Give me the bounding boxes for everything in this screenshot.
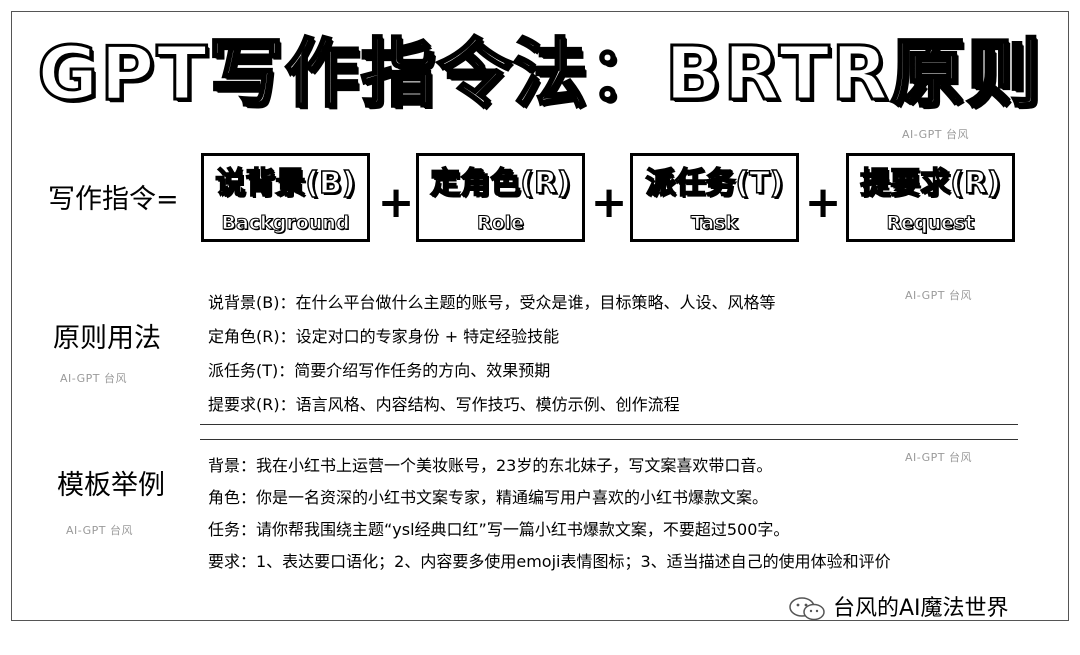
plus-sign: + [804, 177, 842, 228]
box-request: 提要求(R) Request [846, 153, 1015, 242]
watermark: AI-GPT 台风 [60, 372, 128, 385]
box-task-cn: 派任务(T) [645, 165, 784, 202]
plus-sign: + [590, 177, 628, 228]
principle-line-task: 派任务(T)：简要介绍写作任务的方向、效果预期 [208, 361, 551, 380]
principle-line-role: 定角色(R)：设定对口的专家身份 + 特定经验技能 [208, 327, 560, 346]
box-background-cn: 说背景(B) [215, 165, 357, 202]
box-role: 定角色(R) Role [416, 153, 585, 242]
template-line-role: 角色：你是一名资深的小红书文案专家，精通编写用户喜欢的小红书爆款文案。 [208, 488, 769, 507]
watermark: AI-GPT 台风 [905, 451, 973, 464]
template-title: 模板举例 [57, 470, 165, 501]
template-line-task: 任务：请你帮我围绕主题“ysl经典口红”写一篇小红书爆款文案，不要超过500字。 [208, 520, 790, 539]
footer-text: 台风的AI魔法世界 [833, 596, 1009, 621]
box-background: 说背景(B) Background [201, 153, 370, 242]
box-task: 派任务(T) Task [630, 153, 799, 242]
watermark: AI-GPT 台风 [66, 524, 134, 537]
box-background-en: Background [221, 212, 350, 235]
wechat-icon [787, 596, 827, 622]
box-task-en: Task [690, 212, 739, 235]
principles-title: 原则用法 [53, 323, 161, 354]
plus-sign: + [377, 177, 415, 228]
content-frame [11, 11, 1069, 621]
template-line-background: 背景：我在小红书上运营一个美妆账号，23岁的东北妹子，写文案喜欢带口音。 [208, 456, 773, 475]
divider-line [200, 424, 1018, 425]
watermark: AI-GPT 台风 [902, 128, 970, 141]
box-request-en: Request [886, 212, 975, 235]
template-line-request: 要求：1、表达要口语化；2、内容要多使用emoji表情图标；3、适当描述自己的使… [208, 552, 891, 571]
principle-line-request: 提要求(R)：语言风格、内容结构、写作技巧、模仿示例、创作流程 [208, 395, 680, 414]
watermark: AI-GPT 台风 [905, 289, 973, 302]
footer-credit: 台风的AI魔法世界 [787, 595, 1009, 623]
box-role-en: Role [476, 212, 525, 235]
formula-label: 写作指令= [48, 184, 179, 215]
divider-line [200, 439, 1018, 440]
principle-line-background: 说背景(B)：在什么平台做什么主题的账号，受众是谁，目标策略、人设、风格等 [208, 293, 776, 312]
box-role-cn: 定角色(R) [429, 165, 571, 202]
box-request-cn: 提要求(R) [859, 165, 1001, 202]
page-title: GPT写作指令法：BRTR原则 [36, 30, 1043, 119]
